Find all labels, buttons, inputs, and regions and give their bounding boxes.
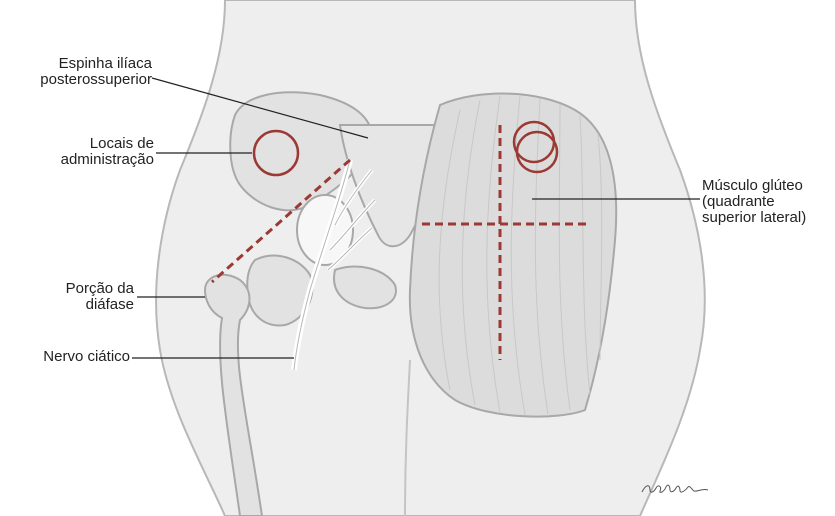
label-porcao-line2: diáfase: [20, 297, 134, 313]
label-espinha-iliaca: Espinha ilíaca posterossuperior: [20, 56, 152, 88]
label-espinha-line2: posterossuperior: [20, 72, 152, 88]
label-locais-administracao: Locais de administração: [20, 136, 154, 168]
label-espinha-line1: Espinha ilíaca: [20, 56, 152, 72]
label-porcao-line1: Porção da: [20, 281, 134, 297]
label-nervo-line1: Nervo ciático: [20, 349, 130, 365]
label-locais-line2: administração: [20, 152, 154, 168]
label-nervo-ciatico: Nervo ciático: [20, 349, 130, 365]
label-musculo-line1: Músculo glúteo: [702, 178, 832, 194]
label-musculo-line3: superior lateral): [702, 210, 832, 226]
label-musculo-gluteo: Músculo glúteo (quadrante superior later…: [702, 178, 832, 226]
label-porcao-diafase: Porção da diáfase: [20, 281, 134, 313]
artist-signature-icon: [640, 478, 710, 498]
label-locais-line1: Locais de: [20, 136, 154, 152]
label-musculo-line2: (quadrante: [702, 194, 832, 210]
